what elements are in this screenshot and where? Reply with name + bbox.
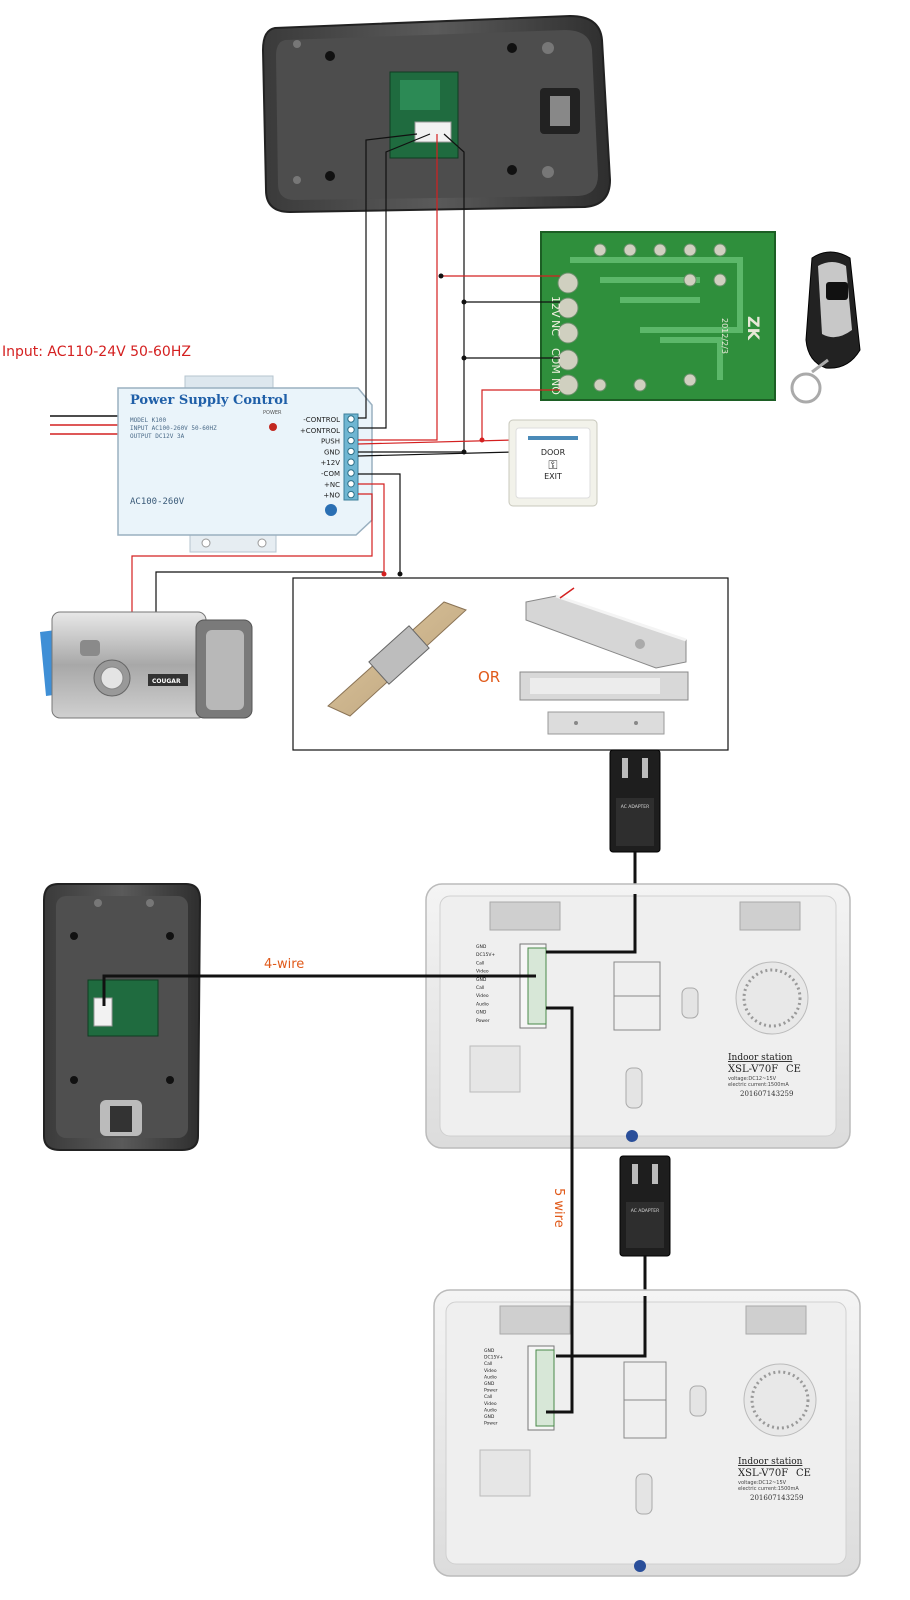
wire-4-label: 4-wire: [264, 957, 304, 972]
monitor-pin-label: DC15V+: [476, 952, 495, 958]
magnetic-lock: [519, 671, 689, 735]
receiver-pin-nc: NC: [549, 320, 562, 336]
exit-button: DOOR ⚿ EXIT: [508, 419, 598, 507]
monitor2-serial: 201607143259: [750, 1494, 803, 1502]
monitor-pin-label: Power: [484, 1388, 498, 1394]
power-adapter-top: AC ADAPTER: [609, 749, 661, 894]
monitor1-model: XSL-V70F: [728, 1064, 778, 1075]
monitor-pin-label: Audio: [484, 1407, 497, 1413]
psu-terminal-screw: [347, 458, 355, 466]
monitor-pin-label: GND: [476, 944, 487, 950]
monitor-pin-label: Power: [476, 1018, 490, 1024]
psu-terminal-label: -COM: [321, 470, 340, 478]
monitor1-serial: 201607143259: [740, 1090, 793, 1098]
wiring-bottom: [102, 894, 647, 1414]
or-label: OR: [478, 668, 500, 686]
psu-terminal-label: PUSH: [321, 438, 340, 446]
monitor-pin-label: Call: [484, 1394, 492, 1400]
monitor-pin-label: Video: [476, 993, 489, 999]
monitor-pin-label: Audio: [476, 1001, 489, 1007]
remote-key-fob: [790, 251, 861, 404]
monitor-pin-label: GND: [484, 1348, 495, 1354]
monitor2-ce: CE: [796, 1468, 811, 1479]
psu-terminal-label: -CONTROL: [303, 416, 340, 424]
monitor-pin-label: Video: [484, 1368, 497, 1374]
exit-button-door: DOOR: [541, 448, 566, 457]
psu-terminal-screw: [347, 447, 355, 456]
outdoor-camera-top: [261, 14, 612, 214]
monitor-pin-label: GND: [476, 1010, 487, 1016]
monitor1-current: electric current:1500mA: [728, 1082, 789, 1088]
electric-bolt-lock: [525, 587, 687, 669]
psu-power-led: [269, 423, 277, 431]
monitor-pin-label: Call: [484, 1361, 492, 1367]
adapter-label-top: AC ADAPTER: [621, 804, 650, 810]
indoor-monitor-1: GNDDC15V+CallVideoGNDCallVideoAudioGNDPo…: [425, 883, 851, 1149]
indoor-monitor-2: GNDDC15V+CallVideoAudioGNDPowerCallVideo…: [433, 1289, 861, 1577]
monitor2-station: Indoor station: [738, 1457, 803, 1467]
psu-terminal-label: +CONTROL: [300, 427, 340, 435]
mains-input-wires: [50, 415, 118, 435]
lock-options-panel: OR: [292, 577, 729, 751]
exit-button-exit: EXIT: [544, 472, 562, 481]
monitor-pin-label: GND: [476, 977, 487, 983]
psu-terminal-label: +NC: [324, 481, 340, 489]
monitor-pin-label: Call: [476, 985, 484, 991]
receiver-pin-com: COM: [549, 348, 562, 374]
monitor1-station: Indoor station: [728, 1053, 793, 1063]
psu-terminal-label: +12V: [320, 459, 340, 467]
psu-terminal-screw: [347, 469, 355, 477]
monitor-pin-label: Power: [484, 1421, 498, 1427]
power-adapter-bottom: AC ADAPTER: [619, 1155, 671, 1296]
lock-brand: COUGAR: [152, 678, 181, 685]
psu-terminal-screw: [347, 436, 355, 445]
electric-rim-lock: COUGAR: [40, 611, 253, 719]
wire-junctions: [381, 273, 485, 577]
electric-strike: [327, 601, 467, 717]
receiver-mark: ZK: [744, 316, 763, 341]
psu-terminal-label: GND: [324, 448, 340, 456]
monitor-pin-label: Audio: [484, 1374, 497, 1380]
monitor-pin-label: Call: [476, 960, 484, 966]
monitor-pin-label: Video: [476, 969, 489, 975]
psu-power-label: POWER: [263, 410, 282, 416]
monitor1-voltage: voltage:DC12~15V: [728, 1076, 777, 1082]
adapter-label-bottom: AC ADAPTER: [631, 1208, 660, 1214]
receiver-pin-no: NO: [549, 378, 562, 395]
monitor-pin-label: GND: [484, 1414, 495, 1420]
monitor1-ce: CE: [786, 1064, 801, 1075]
key-icon: ⚿: [548, 458, 557, 472]
power-supply-unit: Power Supply Control POWER MODEL K100 IN…: [117, 375, 373, 553]
psu-range: AC100-260V: [130, 497, 185, 507]
psu-title: Power Supply Control: [130, 393, 288, 408]
psu-model: MODEL K100: [130, 417, 167, 424]
psu-terminal-screw: [347, 490, 355, 499]
monitor-pin-label: GND: [484, 1381, 495, 1387]
monitor-pin-label: Video: [484, 1401, 497, 1407]
monitor-pin-label: DC15V+: [484, 1355, 503, 1361]
receiver-date: 2012/2/3: [720, 318, 729, 354]
monitor2-model: XSL-V70F: [738, 1468, 788, 1479]
psu-terminal-screw: [347, 480, 355, 488]
psu-output-spec: OUTPUT DC12V 3A: [130, 433, 185, 440]
remote-receiver-board: 12V NC COM NO 2012/2/3 ZK: [540, 231, 776, 401]
receiver-pin-12v: 12V: [549, 296, 562, 318]
monitor2-voltage: voltage:DC12~15V: [738, 1480, 787, 1486]
wire-5-label: 5 wire: [551, 1188, 566, 1228]
monitor2-current: electric current:1500mA: [738, 1486, 799, 1492]
psu-terminal-screw: [347, 415, 355, 423]
outdoor-camera-side: [43, 883, 202, 1151]
psu-terminal-screw: [347, 426, 355, 434]
psu-input-spec: INPUT AC100-260V 50-60HZ: [130, 425, 217, 432]
input-label: Input: AC110-24V 50-60HZ: [2, 344, 191, 360]
psu-terminal-label: +NO: [323, 492, 340, 500]
